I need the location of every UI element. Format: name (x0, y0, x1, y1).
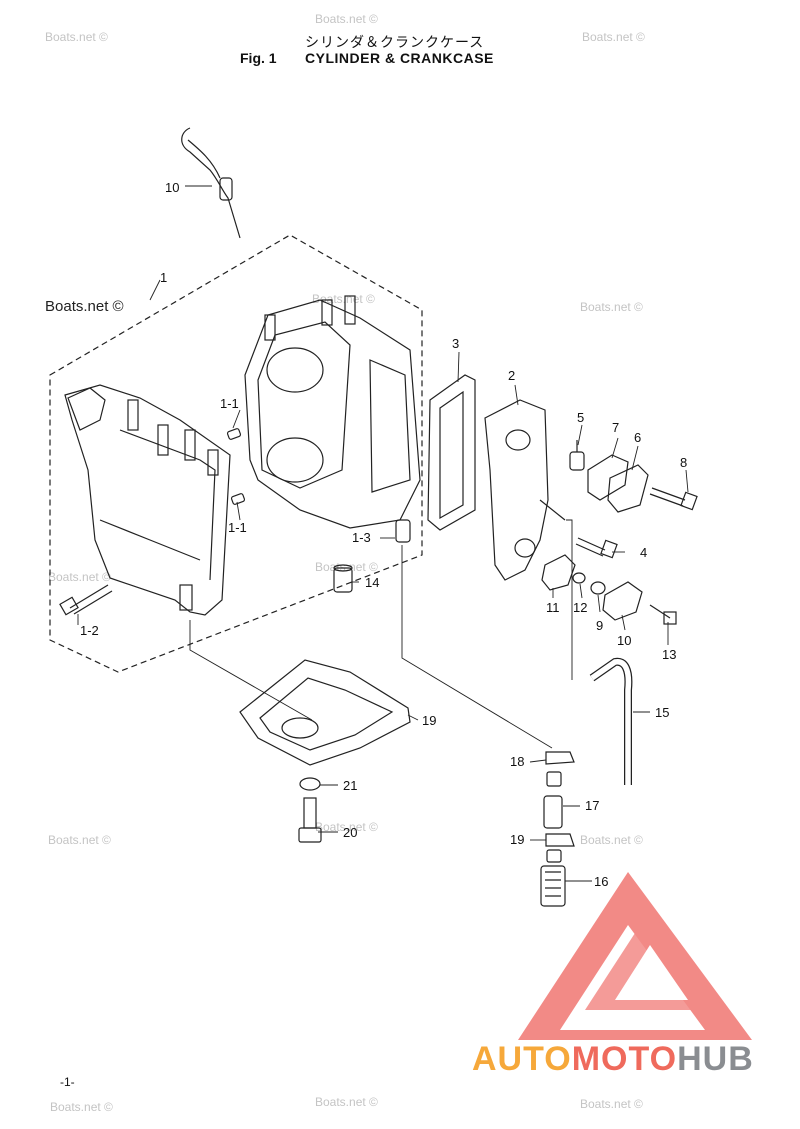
part-12-washer (572, 572, 586, 584)
brand-part-auto: AUTO (472, 1040, 572, 1078)
part-10-flange (602, 581, 643, 621)
callout-20: 19 (422, 713, 437, 728)
diagram-title: CYLINDER & CRANKCASE (305, 50, 494, 66)
callout-7: 7 (612, 420, 620, 435)
part-2-cover (484, 399, 566, 581)
callout-19: 18 (510, 754, 525, 769)
callout-3: 3 (452, 336, 460, 351)
callout-19: 19 (510, 832, 525, 847)
callout-18: 17 (585, 798, 600, 813)
watermark: Boats.net © (580, 300, 643, 314)
part-19-fitting (546, 771, 562, 787)
part-1-cylinder-block (244, 295, 421, 529)
brand-part-hub: HUB (677, 1040, 754, 1078)
callout-17: 16 (594, 874, 609, 889)
part-13-screw (649, 604, 677, 625)
part-1-2-bolt (59, 584, 113, 616)
callout-6: 6 (634, 430, 642, 445)
part-15-hose (589, 657, 633, 785)
watermark: Boats.net © (580, 833, 643, 847)
callout-1-2: 1-2 (80, 623, 99, 638)
callout-5: 5 (577, 410, 585, 425)
part-19-clamp (545, 751, 575, 765)
watermark: Boats.net © (48, 833, 111, 847)
part-21-bolt (298, 797, 322, 843)
part-5-fitting (569, 440, 585, 471)
figure-number: Fig. 1 (240, 50, 277, 66)
watermark: Boats.net © (45, 298, 124, 315)
part-20-gasket (239, 659, 411, 766)
watermark: Boats.net © (580, 1097, 643, 1111)
callout-11: 11 (546, 600, 560, 615)
part-1-crankcase (64, 384, 231, 616)
callout-16: 10 (165, 180, 180, 195)
watermark: Boats.net © (48, 570, 111, 584)
part-1-3-sleeve (395, 519, 411, 543)
part-14-fitting (333, 564, 353, 593)
watermark: Boats.net © (315, 560, 378, 574)
part-22-washer (299, 777, 321, 791)
callout-13: 13 (662, 647, 677, 662)
assembly-boundary (49, 234, 423, 673)
part-8-bolt (649, 487, 698, 511)
callout-21: 20 (343, 825, 358, 840)
part-9-o-ring (590, 581, 606, 595)
page-number: -1- (60, 1075, 75, 1089)
part-6-plate (607, 464, 649, 513)
callout-2: 2 (508, 368, 516, 383)
part-17-filter (540, 865, 566, 907)
part-7-plate (587, 454, 629, 501)
brand-logo-mark (518, 872, 752, 1040)
part-16-dipstick (181, 127, 241, 239)
part-4-bolt (575, 537, 618, 559)
callout-1: 1 (160, 270, 168, 285)
part-19-clamp (545, 833, 575, 847)
watermark: Boats.net © (315, 1095, 378, 1109)
watermark: Boats.net © (315, 820, 378, 834)
callout-15: 15 (655, 705, 670, 720)
callout-8: 8 (680, 455, 688, 470)
watermark: Boats.net © (45, 30, 108, 44)
part-3-gasket (427, 374, 476, 531)
callout-14: 14 (365, 575, 380, 590)
part-18-hose (543, 795, 563, 829)
brand-part-moto: MOTO (571, 1040, 678, 1078)
watermark: Boats.net © (315, 12, 378, 26)
part-1-1-dowel-pin (230, 493, 246, 505)
watermark: Boats.net © (50, 1100, 113, 1114)
part-1-1-dowel-pin (226, 428, 242, 440)
callout-12: 12 (573, 600, 588, 615)
callout-1-1: 1-1 (220, 396, 239, 411)
callout-4: 4 (640, 545, 648, 560)
watermark: Boats.net © (582, 30, 645, 44)
callout-1-3: 1-3 (352, 530, 371, 545)
part-11-gasket (541, 554, 576, 591)
watermark: Boats.net © (312, 292, 375, 306)
callout-22: 21 (343, 778, 358, 793)
title-japanese: シリンダ＆クランクケース (305, 34, 485, 50)
callout-10: 10 (617, 633, 632, 648)
brand-wordmark: AUTOMOTOHUB (472, 1040, 754, 1079)
callout-9: 9 (596, 618, 604, 633)
callout-1-1: 1-1 (228, 520, 247, 535)
